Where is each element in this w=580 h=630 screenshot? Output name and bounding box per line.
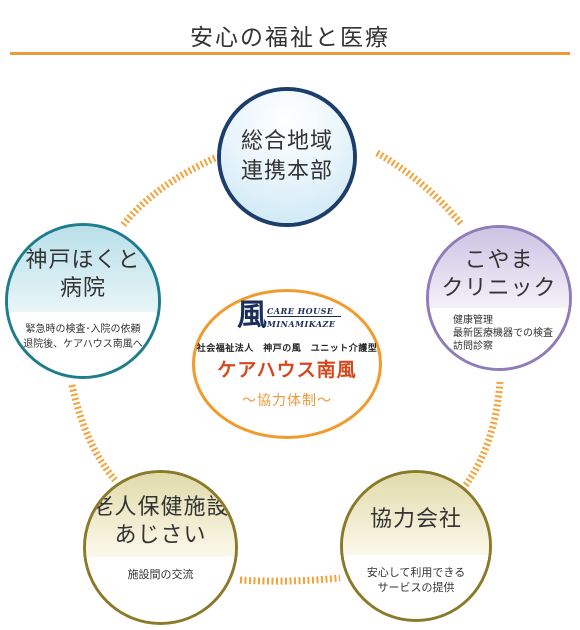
- dash-top-right: [375, 149, 465, 228]
- node-line: こやま: [464, 248, 534, 273]
- logo-text: CARE HOUSE MINAMIKAZE: [267, 306, 336, 329]
- node-line: 神戸ほくと: [25, 248, 141, 273]
- node-line: あじさい: [114, 523, 207, 548]
- node-koyama-clinic-title: こやま クリニック: [429, 228, 569, 314]
- node-partner-companies-desc: 安心して利用できる サービスの提供: [343, 555, 489, 619]
- center-care-house: 風 CARE HOUSE MINAMIKAZE 社会福祉法人 神戸の風 ユニット…: [192, 289, 382, 439]
- node-line: 総合地域: [240, 129, 333, 154]
- node-line: クリニック: [441, 276, 557, 301]
- node-line: 老人保健施設: [91, 495, 230, 520]
- node-line: 協力会社: [369, 507, 462, 532]
- organization-label: 社会福祉法人 神戸の風 ユニット介護型: [196, 344, 378, 354]
- node-regional-coordination-title: 総合地域 連携本部: [221, 91, 353, 223]
- node-ajisai-facility-title: 老人保健施設 あじさい: [86, 473, 235, 563]
- node-koyama-clinic: こやま クリニック 健康管理 最新医療機器での検査 訪問診察: [426, 225, 572, 371]
- dash-bottom: [239, 574, 341, 585]
- node-desc-line: サービスの提供: [377, 581, 455, 594]
- cooperation-subtitle: ～協力体制～: [242, 393, 332, 409]
- node-desc-line: 健康管理: [453, 315, 493, 326]
- node-hokuto-hospital-desc: 緊急時の検査･入院の依頼 退院後、ケアハウス南風へ: [8, 312, 158, 376]
- node-desc-line: 最新医療機器での検査: [453, 328, 553, 339]
- logo-text-line: MINAMIKAZE: [267, 319, 336, 329]
- dash-left-bottom: [68, 384, 118, 483]
- node-partner-companies: 協力会社 安心して利用できる サービスの提供: [340, 470, 492, 622]
- node-desc-line: 緊急時の検査･入院の依頼: [25, 324, 141, 335]
- header: 安心の福祉と医療: [0, 0, 580, 60]
- node-hokuto-hospital: 神戸ほくと 病院 緊急時の検査･入院の依頼 退院後、ケアハウス南風へ: [5, 223, 161, 379]
- logo-text-line: CARE HOUSE: [267, 306, 334, 316]
- node-line: 連携本部: [240, 159, 333, 184]
- dash-top-left: [120, 154, 217, 228]
- title-underline: [10, 52, 570, 55]
- logo-icon: 風: [237, 298, 267, 333]
- node-koyama-clinic-desc: 健康管理 最新医療機器での検査 訪問診察: [429, 308, 569, 368]
- logo-rule: [267, 316, 341, 317]
- node-desc-line: 訪問診察: [453, 341, 493, 352]
- node-regional-coordination: 総合地域 連携本部: [217, 87, 357, 227]
- facility-name: ケアハウス南風: [217, 359, 357, 381]
- node-ajisai-facility-desc: 施設間の交流: [86, 557, 235, 622]
- node-hokuto-hospital-title: 神戸ほくと 病院: [8, 226, 158, 318]
- page-title: 安心の福祉と医療: [190, 25, 390, 51]
- node-desc-line: 退院後、ケアハウス南風へ: [23, 339, 143, 350]
- node-desc-line: 安心して利用できる: [366, 566, 466, 579]
- node-ajisai-facility: 老人保健施設 あじさい 施設間の交流: [83, 470, 238, 625]
- node-desc-line: 施設間の交流: [127, 568, 194, 581]
- node-partner-companies-title: 協力会社: [343, 473, 489, 561]
- node-line: 病院: [59, 276, 106, 301]
